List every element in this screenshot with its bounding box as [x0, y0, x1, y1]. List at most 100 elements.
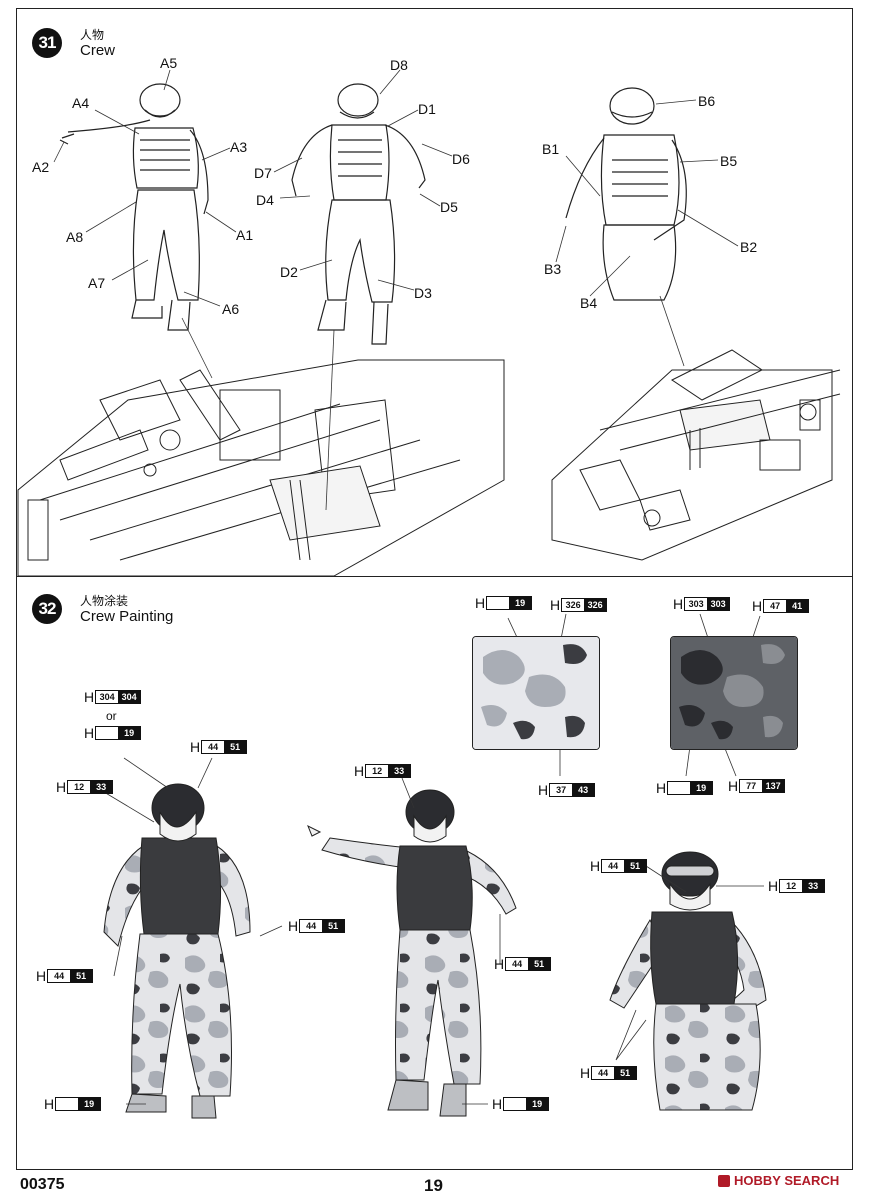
part-label: A3 — [230, 139, 248, 155]
color-ref-primary: 326 — [562, 599, 585, 611]
part-label: D8 — [390, 57, 408, 73]
color-ref-prefix: H — [288, 918, 299, 934]
color-ref-primary: 44 — [48, 970, 71, 982]
figure-a — [59, 83, 209, 331]
color-ref-primary: 44 — [300, 920, 323, 932]
part-label: D5 — [440, 199, 458, 215]
color-ref-prefix: H — [550, 597, 561, 613]
part-label: B2 — [740, 239, 758, 255]
watermark: HOBBY SEARCH — [718, 1173, 839, 1188]
color-ref-primary — [668, 782, 691, 794]
figure-d — [291, 83, 426, 345]
color-ref-primary: 47 — [764, 600, 787, 612]
swatch-light-camo-pattern — [473, 637, 599, 749]
color-ref-secondary: 19 — [118, 727, 141, 739]
color-ref-primary: 12 — [68, 781, 91, 793]
color-ref-secondary: 304 — [118, 691, 141, 703]
color-ref-secondary: 51 — [322, 920, 345, 932]
color-ref-primary: 44 — [602, 860, 625, 872]
page-number: 19 — [424, 1176, 443, 1195]
color-ref-primary — [56, 1098, 79, 1110]
part-label: B6 — [698, 93, 716, 109]
color-ref-prefix: H — [475, 595, 486, 611]
swatch-dark-camo — [670, 636, 798, 750]
watermark-logo-icon — [718, 1174, 730, 1187]
color-ref-secondary: 51 — [624, 860, 647, 872]
color-ref-secondary: 19 — [526, 1098, 549, 1110]
color-ref-primary: 77 — [740, 780, 763, 792]
part-label: D2 — [280, 264, 298, 280]
color-ref: H 19 — [475, 595, 533, 611]
step-32-title-cn: 人物涂装 — [80, 594, 129, 608]
part-label: D1 — [418, 101, 436, 117]
color-ref-secondary: 19 — [509, 597, 532, 609]
step-divider — [16, 576, 853, 577]
part-label: A2 — [32, 159, 50, 175]
color-ref-primary: 303 — [685, 598, 708, 610]
color-ref-prefix: H — [768, 878, 779, 894]
color-ref-prefix: H — [84, 689, 95, 705]
color-ref-prefix: H — [590, 858, 601, 874]
color-ref-prefix: H — [84, 725, 95, 741]
color-ref-primary — [96, 727, 119, 739]
part-label: B1 — [542, 141, 560, 157]
color-ref-prefix: H — [36, 968, 47, 984]
hull-right — [551, 349, 841, 561]
color-ref-prefix: H — [492, 1096, 503, 1112]
step-31-title-cn: 人物 — [80, 28, 105, 42]
color-ref-prefix: H — [494, 956, 505, 972]
color-ref-secondary: 33 — [90, 781, 113, 793]
color-ref-primary — [504, 1098, 527, 1110]
part-label: A8 — [66, 229, 84, 245]
color-ref-secondary: 326 — [584, 599, 607, 611]
part-label: B3 — [544, 261, 562, 277]
part-label: D3 — [414, 285, 432, 301]
color-ref-prefix: H — [56, 779, 67, 795]
part-label: D6 — [452, 151, 470, 167]
part-label: A1 — [236, 227, 254, 243]
color-ref-prefix: H — [752, 598, 763, 614]
part-label: A4 — [72, 95, 90, 111]
color-ref-primary: 12 — [366, 765, 389, 777]
figure-b — [565, 87, 687, 301]
color-ref-secondary: 33 — [388, 765, 411, 777]
color-ref-prefix: H — [538, 782, 549, 798]
color-ref-primary: 44 — [506, 958, 529, 970]
color-ref-secondary: 43 — [572, 784, 595, 796]
painted-figure-pointing — [307, 789, 517, 1117]
color-ref-secondary: 33 — [802, 880, 825, 892]
color-ref-prefix: H — [728, 778, 739, 794]
part-label: A7 — [88, 275, 106, 291]
painted-figure-seated — [609, 851, 767, 1111]
color-ref-prefix: H — [580, 1065, 591, 1081]
part-label: B4 — [580, 295, 598, 311]
color-ref-secondary: 19 — [690, 782, 713, 794]
step-31-title-en: Crew — [80, 42, 116, 59]
color-ref-or: or — [106, 709, 117, 723]
product-code: 00375 — [20, 1176, 65, 1193]
color-ref-secondary: 303 — [707, 598, 730, 610]
page-frame — [16, 8, 853, 1170]
step-32-number: 32 — [32, 594, 62, 624]
painted-figure-standing — [103, 783, 251, 1119]
color-ref-prefix: H — [656, 780, 667, 796]
leader-lines-31 — [53, 69, 739, 511]
color-ref-secondary: 51 — [70, 970, 93, 982]
color-ref-secondary: 51 — [528, 958, 551, 970]
color-ref-prefix: H — [190, 739, 201, 755]
color-ref-secondary: 51 — [614, 1067, 637, 1079]
color-ref-primary: 44 — [202, 741, 225, 753]
part-label: A6 — [222, 301, 240, 317]
part-label: B5 — [720, 153, 738, 169]
part-label: A5 — [160, 55, 178, 71]
